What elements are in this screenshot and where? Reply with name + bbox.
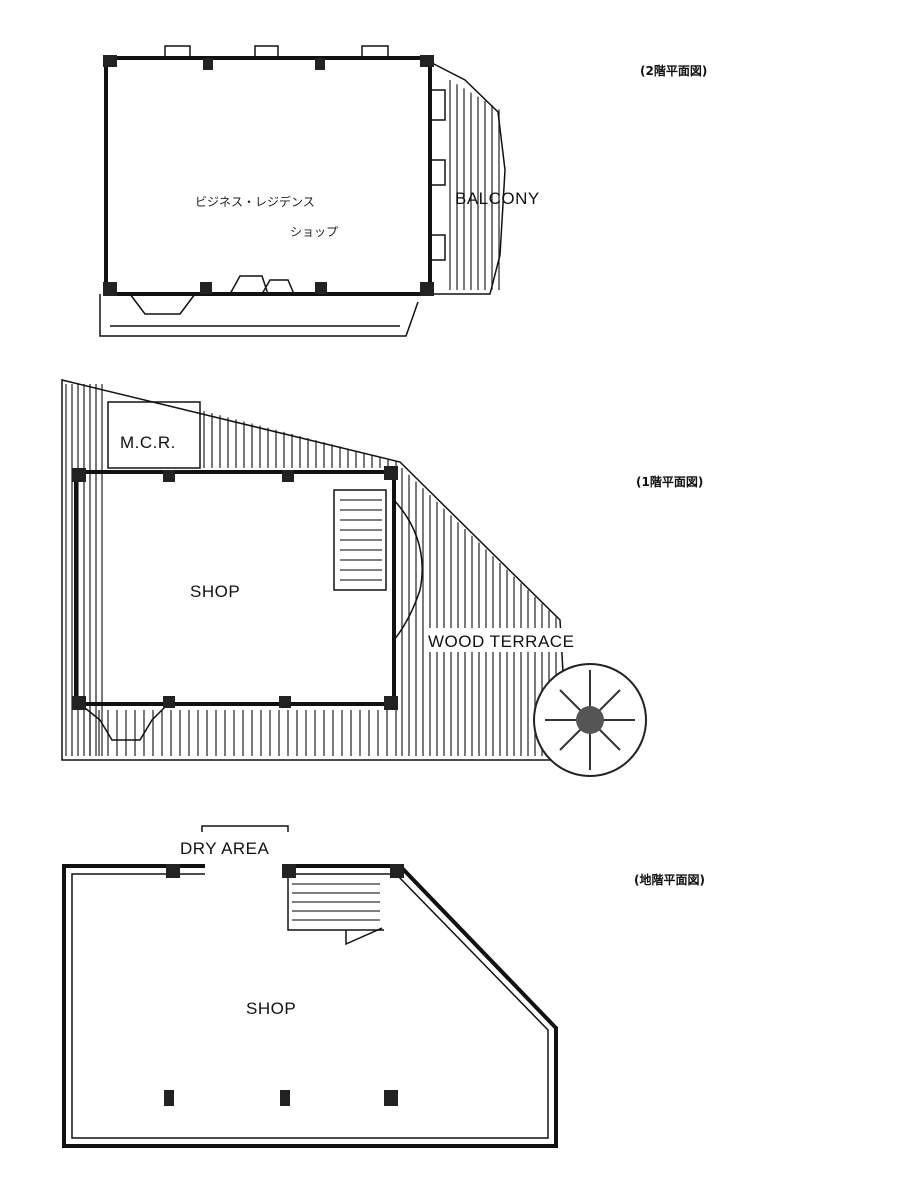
dry-area-opening <box>205 862 285 876</box>
balcony-door-2 <box>430 159 446 186</box>
second-floor-room-label-line2: ショップ <box>290 225 338 239</box>
basement-stair-treads <box>292 883 380 921</box>
first-floor-caption: (1階平面図) <box>636 474 703 489</box>
top-opening-1 <box>164 45 191 58</box>
column <box>390 864 404 878</box>
dry-area-bracket <box>201 825 289 832</box>
column <box>384 466 398 480</box>
second-floor-lower-strip <box>99 294 419 337</box>
mcr-room <box>107 401 201 469</box>
column <box>384 1090 398 1106</box>
first-floor-plan: M.C.R. SHOP WOOD TERRACE (1階平面図) <box>61 379 703 777</box>
basement-shop-label: SHOP <box>246 999 296 1018</box>
column <box>282 470 294 482</box>
basement-floor-plan: DRY AREA SHOP (地階平面図) <box>62 825 705 1148</box>
terrace-curve <box>393 499 423 641</box>
column <box>420 282 434 296</box>
basement-inner-wall <box>71 873 549 1139</box>
basement-floor-caption: (地階平面図) <box>634 872 705 887</box>
tree-symbol <box>533 663 647 777</box>
bay-window-1 <box>129 293 196 315</box>
first-floor-stair <box>333 489 387 591</box>
column <box>163 470 175 482</box>
column <box>163 696 175 708</box>
column <box>103 282 117 296</box>
basement-outer-wall <box>62 864 558 1148</box>
column <box>203 58 213 70</box>
column <box>279 696 291 708</box>
first-floor-shop-label: SHOP <box>190 582 240 601</box>
top-opening-2 <box>254 45 279 58</box>
column <box>103 55 117 67</box>
first-floor-bay-1 <box>79 703 169 741</box>
balcony-door-1 <box>430 89 446 121</box>
stair-treads <box>340 499 382 581</box>
column <box>200 282 212 294</box>
second-floor-outer-wall <box>104 56 432 296</box>
bay-window-3 <box>261 279 295 295</box>
column <box>420 55 434 67</box>
terrace-label-bg <box>425 628 621 652</box>
column <box>72 468 86 482</box>
first-floor-shop-wall <box>74 470 396 706</box>
column <box>315 58 325 70</box>
bay-window-2 <box>229 275 269 295</box>
column <box>282 864 296 878</box>
mcr-label: M.C.R. <box>120 433 176 452</box>
balcony-label: BALCONY <box>455 189 540 208</box>
dry-area-label: DRY AREA <box>180 839 270 858</box>
basement-stair-outline <box>287 868 384 931</box>
balcony-hatch <box>449 80 500 290</box>
balcony-door-3 <box>430 234 446 261</box>
second-floor-plan: ビジネス・レジデンス ショップ BALCONY (2階平面図) <box>99 45 707 337</box>
column <box>72 696 86 710</box>
column <box>280 1090 290 1106</box>
stair-arrow <box>345 927 383 946</box>
top-opening-3 <box>361 45 389 58</box>
column <box>164 1090 174 1106</box>
column <box>166 864 180 878</box>
second-floor-caption: (2階平面図) <box>640 63 707 78</box>
second-floor-room-label-line1: ビジネス・レジデンス <box>195 194 315 209</box>
wood-terrace-label: WOOD TERRACE <box>428 632 574 651</box>
column <box>384 696 398 710</box>
column <box>315 282 327 294</box>
balcony-edge <box>429 61 506 295</box>
